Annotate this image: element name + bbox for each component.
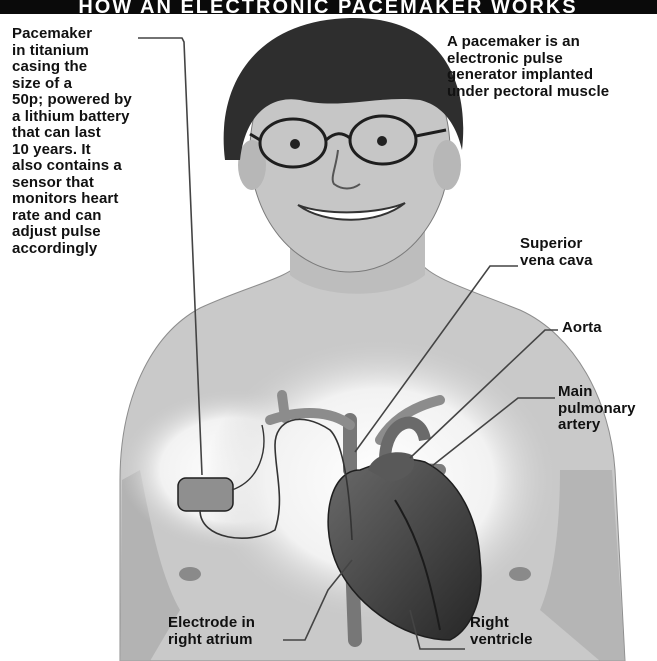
left-nipple	[179, 567, 201, 581]
title-banner: HOW AN ELECTRONIC PACEMAKER WORKS	[0, 0, 657, 18]
left-eye	[290, 139, 300, 149]
pacemaker-device	[178, 478, 233, 511]
right-nipple	[509, 567, 531, 581]
pacemaker-intro-note: A pacemaker is an electronic pulse gener…	[447, 34, 657, 100]
superior-vena-cava-label: Superior vena cava	[520, 236, 593, 269]
right-ear	[433, 140, 461, 190]
pacemaker-description-callout: Pacemaker in titanium casing the size of…	[12, 26, 192, 257]
right-eye	[377, 136, 387, 146]
main-pulmonary-artery-label: Main pulmonary artery	[558, 384, 636, 434]
banner-title: HOW AN ELECTRONIC PACEMAKER WORKS	[78, 0, 577, 18]
aorta-label: Aorta	[562, 320, 602, 337]
right-ventricle-label: Right ventricle	[470, 615, 533, 648]
electrode-label: Electrode in right atrium	[168, 615, 255, 648]
